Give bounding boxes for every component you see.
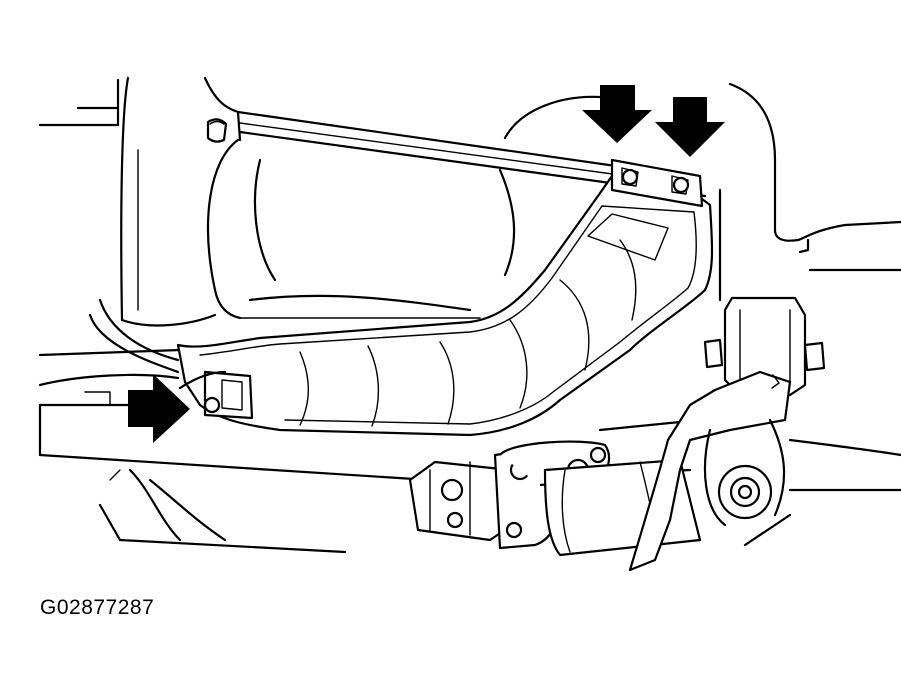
callout-arrow-top-left (582, 85, 652, 143)
vehicle-underbody (38, 76, 901, 554)
exhaust-heat-shield-diagram (38, 76, 901, 572)
exhaust-hanger-bracket (628, 296, 826, 572)
figure-id-label: G02877287 (40, 596, 155, 619)
callout-arrow-top-right (655, 97, 725, 157)
callout-arrow-left (128, 374, 190, 443)
heat-shield (176, 158, 714, 437)
